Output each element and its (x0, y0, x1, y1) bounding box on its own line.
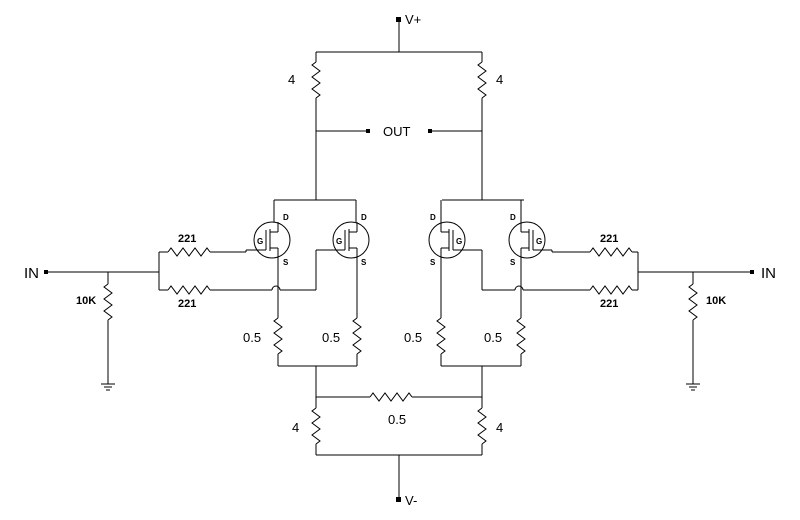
mosfet-3-gate-pin: G (456, 237, 462, 246)
mosfet-4-source-pin: S (510, 258, 516, 267)
resistor-bottom-right-label: 4 (496, 420, 503, 435)
resistor-top-left-label: 4 (288, 72, 295, 87)
negative-supply-label: V- (405, 493, 417, 508)
resistor-gate-left-bottom-label: 221 (178, 298, 196, 310)
resistor-gate-right-bottom-label: 221 (600, 298, 618, 310)
positive-supply: V+ (396, 12, 421, 52)
mosfet-1-source-pin: S (283, 258, 289, 267)
mosfet-3: G D S (428, 200, 482, 267)
resistor-source-4 (516, 317, 526, 366)
resistor-top-right-label: 4 (496, 72, 503, 87)
resistor-source-1 (273, 317, 283, 366)
mosfet-1: G D S (246, 213, 291, 267)
resistor-bridge-label: 0.5 (388, 412, 406, 427)
negative-supply: V- (396, 455, 417, 508)
positive-supply-label: V+ (405, 12, 421, 27)
output-terminal: OUT (316, 124, 482, 139)
resistor-gate-left-top-label: 221 (178, 233, 196, 245)
input-right: IN (750, 265, 776, 282)
mosfet-1-gate-pin: G (257, 237, 263, 246)
mosfet-4-drain-pin: D (510, 213, 516, 222)
resistor-bottom-left (311, 397, 321, 455)
mosfet-1-drain-pin: D (283, 213, 289, 222)
resistor-source-3 (436, 317, 446, 366)
resistor-source-2-label: 0.5 (322, 330, 340, 345)
resistor-gate-left-top (159, 247, 216, 257)
resistor-top-left (311, 52, 321, 200)
mosfet-2-gate-pin: G (336, 237, 342, 246)
ground-left-icon (101, 383, 115, 391)
mosfet-4-gate-pin: G (536, 237, 542, 246)
resistor-gate-right-top (584, 247, 638, 257)
resistor-source-2 (352, 317, 362, 366)
resistor-source-3-label: 0.5 (404, 330, 422, 345)
resistor-gate-right-bottom (584, 285, 638, 295)
resistor-bridge (369, 392, 413, 402)
resistor-pulldown-left-label: 10K (76, 295, 96, 307)
resistor-pulldown-right-label: 10K (706, 295, 726, 307)
mosfet-2-drain-pin: D (361, 213, 367, 222)
resistor-pulldown-right (688, 272, 698, 384)
mosfet-3-source-pin: S (430, 258, 436, 267)
input-left-label: IN (24, 265, 39, 282)
resistor-source-1-label: 0.5 (243, 330, 261, 345)
resistor-bottom-left-label: 4 (292, 420, 299, 435)
mosfet-4: G D S (508, 200, 552, 267)
input-right-label: IN (761, 265, 776, 282)
resistor-source-4-label: 0.5 (484, 330, 502, 345)
ground-right-icon (686, 383, 700, 391)
resistor-top-right (477, 52, 487, 200)
mosfet-2: G D S (316, 213, 370, 267)
output-label: OUT (383, 124, 411, 139)
resistor-pulldown-left (103, 272, 113, 384)
resistor-gate-right-top-label: 221 (600, 233, 618, 245)
input-left: IN (24, 265, 48, 282)
resistor-bottom-right (477, 397, 487, 455)
mosfet-2-source-pin: S (361, 258, 367, 267)
mosfet-3-drain-pin: D (430, 213, 436, 222)
resistor-gate-left-bottom (159, 285, 216, 295)
